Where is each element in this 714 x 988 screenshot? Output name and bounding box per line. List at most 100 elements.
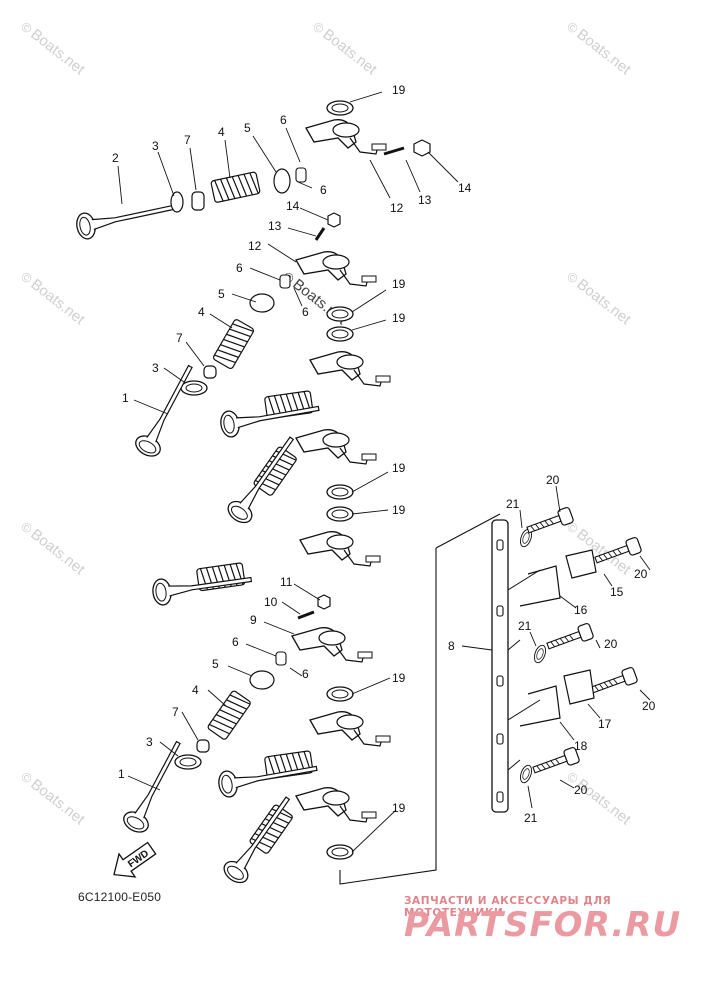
callout-16: 16 bbox=[574, 603, 588, 617]
washer-19f bbox=[326, 686, 354, 702]
nut-11 bbox=[317, 594, 331, 610]
washer-19c bbox=[326, 326, 354, 342]
callout-8: 8 bbox=[448, 639, 455, 653]
callout-20: 20 bbox=[634, 567, 648, 581]
valve-assembled-5 bbox=[219, 790, 299, 888]
valve-assembled-2 bbox=[223, 430, 303, 528]
callout-12: 12 bbox=[390, 201, 404, 215]
adjuster-13 bbox=[383, 146, 405, 156]
shaft-holes bbox=[496, 539, 504, 803]
callout-13: 13 bbox=[418, 193, 432, 207]
callout-1: 1 bbox=[122, 391, 129, 405]
callout-13: 13 bbox=[268, 219, 282, 233]
callout-6: 6 bbox=[320, 183, 327, 197]
callout-14: 14 bbox=[286, 199, 300, 213]
callout-4: 4 bbox=[218, 125, 225, 139]
valve-1c bbox=[119, 735, 191, 837]
callout-15: 15 bbox=[610, 585, 624, 599]
callout-1: 1 bbox=[118, 767, 125, 781]
callout-19: 19 bbox=[392, 277, 406, 291]
callout-5: 5 bbox=[218, 287, 225, 301]
washer-19e bbox=[326, 506, 354, 522]
callout-4: 4 bbox=[198, 305, 205, 319]
callout-11: 11 bbox=[280, 575, 293, 589]
fwd-arrow: FWD bbox=[113, 841, 157, 878]
callout-19: 19 bbox=[392, 83, 406, 97]
rocker-shaft-8 bbox=[491, 519, 509, 813]
leader-lines bbox=[117, 91, 651, 853]
callout-21: 21 bbox=[524, 811, 538, 825]
callout-21: 21 bbox=[506, 497, 520, 511]
rocker-arm-upper-4 bbox=[309, 711, 391, 747]
callout-6: 6 bbox=[236, 261, 243, 275]
callout-6: 6 bbox=[302, 305, 309, 319]
adjuster-10 bbox=[297, 610, 315, 620]
callout-19: 19 bbox=[392, 461, 406, 475]
rocker-arm-lower-4 bbox=[295, 787, 377, 823]
rocker-arm-upper-3 bbox=[299, 531, 381, 567]
callout-7: 7 bbox=[172, 705, 179, 719]
callout-labels: 19 6 5 4 7 3 2 6 12 13 14 14 13 12 6 6 5… bbox=[112, 83, 656, 825]
callout-20: 20 bbox=[546, 473, 560, 487]
pad-6c bbox=[275, 651, 287, 666]
callout-20: 20 bbox=[604, 637, 618, 651]
washer-19g bbox=[326, 844, 354, 860]
callout-4: 4 bbox=[192, 683, 199, 697]
diagram-code: 6C12100-E050 bbox=[78, 890, 162, 904]
washer-19d bbox=[326, 484, 354, 500]
callout-19: 19 bbox=[392, 311, 406, 325]
callout-19: 19 bbox=[392, 671, 406, 685]
rocker-arm-12b bbox=[295, 251, 377, 287]
callout-6: 6 bbox=[280, 113, 287, 127]
collet-7b bbox=[203, 365, 217, 379]
callout-5: 5 bbox=[244, 121, 251, 135]
callout-6: 6 bbox=[232, 635, 239, 649]
bolt-20a bbox=[524, 506, 575, 539]
washer-3b bbox=[180, 380, 208, 396]
callout-7: 7 bbox=[176, 331, 183, 345]
rocker-arm-12 bbox=[305, 119, 387, 155]
washer-3c bbox=[174, 754, 202, 770]
valve-1 bbox=[131, 359, 203, 461]
callout-19: 19 bbox=[392, 801, 406, 815]
adjuster-13b bbox=[314, 227, 326, 241]
pad-6b bbox=[279, 274, 291, 289]
callout-3: 3 bbox=[146, 735, 153, 749]
rocker-arm-upper bbox=[309, 351, 391, 387]
brand-logo: PARTSFOR.RU bbox=[404, 905, 682, 945]
valve-2 bbox=[73, 193, 178, 242]
retainer-5c bbox=[249, 670, 275, 690]
rocker-arm-9 bbox=[291, 627, 373, 663]
callout-12: 12 bbox=[248, 239, 262, 253]
brand-subtitle: ЗАПЧАСТИ И АКСЕССУАРЫ ДЛЯ МОТОТЕХНИКИ bbox=[404, 895, 612, 919]
spring-4 bbox=[210, 171, 261, 204]
callout-5: 5 bbox=[212, 657, 219, 671]
stopper-16 bbox=[519, 565, 561, 607]
callout-21: 21 bbox=[518, 619, 532, 633]
rocker-arm-lower bbox=[295, 429, 377, 465]
callout-9: 9 bbox=[250, 613, 257, 627]
spring-assembled-2 bbox=[252, 445, 298, 497]
washer-3 bbox=[170, 191, 184, 213]
spring-4b bbox=[211, 318, 256, 371]
plate-15 bbox=[565, 549, 597, 579]
callout-6: 6 bbox=[302, 667, 309, 681]
nut-14b bbox=[327, 212, 341, 228]
shaft-leaders bbox=[507, 569, 541, 771]
nut-14 bbox=[413, 139, 431, 157]
callout-3: 3 bbox=[152, 361, 159, 375]
shaft-bracket-lines bbox=[339, 513, 501, 885]
bolt-20e bbox=[530, 746, 581, 779]
spring-4c bbox=[206, 689, 252, 741]
retainer-5 bbox=[273, 168, 291, 194]
washer-21b bbox=[531, 643, 549, 665]
callout-3: 3 bbox=[152, 139, 159, 153]
plate-17 bbox=[563, 669, 595, 705]
stopper-18 bbox=[519, 685, 561, 727]
collet-7 bbox=[191, 191, 205, 211]
callout-2: 2 bbox=[112, 151, 119, 165]
callout-18: 18 bbox=[574, 739, 588, 753]
retainer-5b bbox=[249, 293, 275, 313]
washer-19 bbox=[326, 100, 354, 116]
